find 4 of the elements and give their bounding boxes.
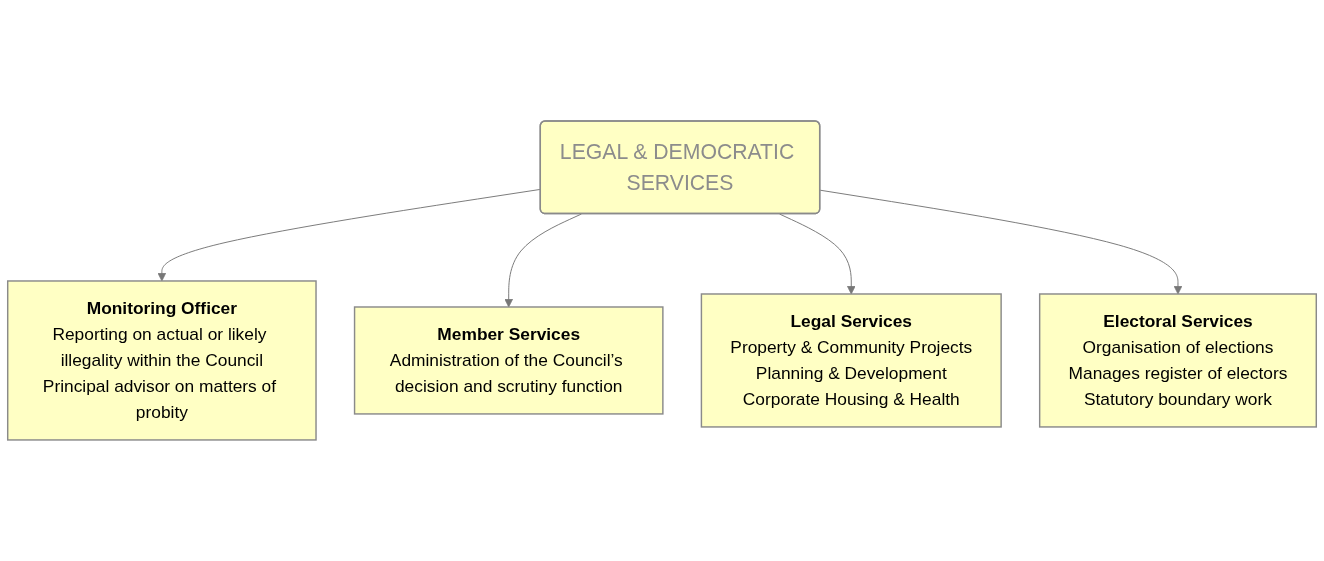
- node-box: Monitoring Officer Reporting on actual or likely illegality within the Council Principal advisor on matters of probity: [7, 280, 317, 441]
- node-box: Member Services Administration of the Council’s decision and scrutiny function: [353, 306, 664, 415]
- node-box: Electoral Services Organisation of elections Manages register of electors Statutory boundary work: [1038, 293, 1317, 428]
- node-box: Legal Services Property & Community Projects Planning & Development Corporate Housing & Health: [700, 293, 1002, 428]
